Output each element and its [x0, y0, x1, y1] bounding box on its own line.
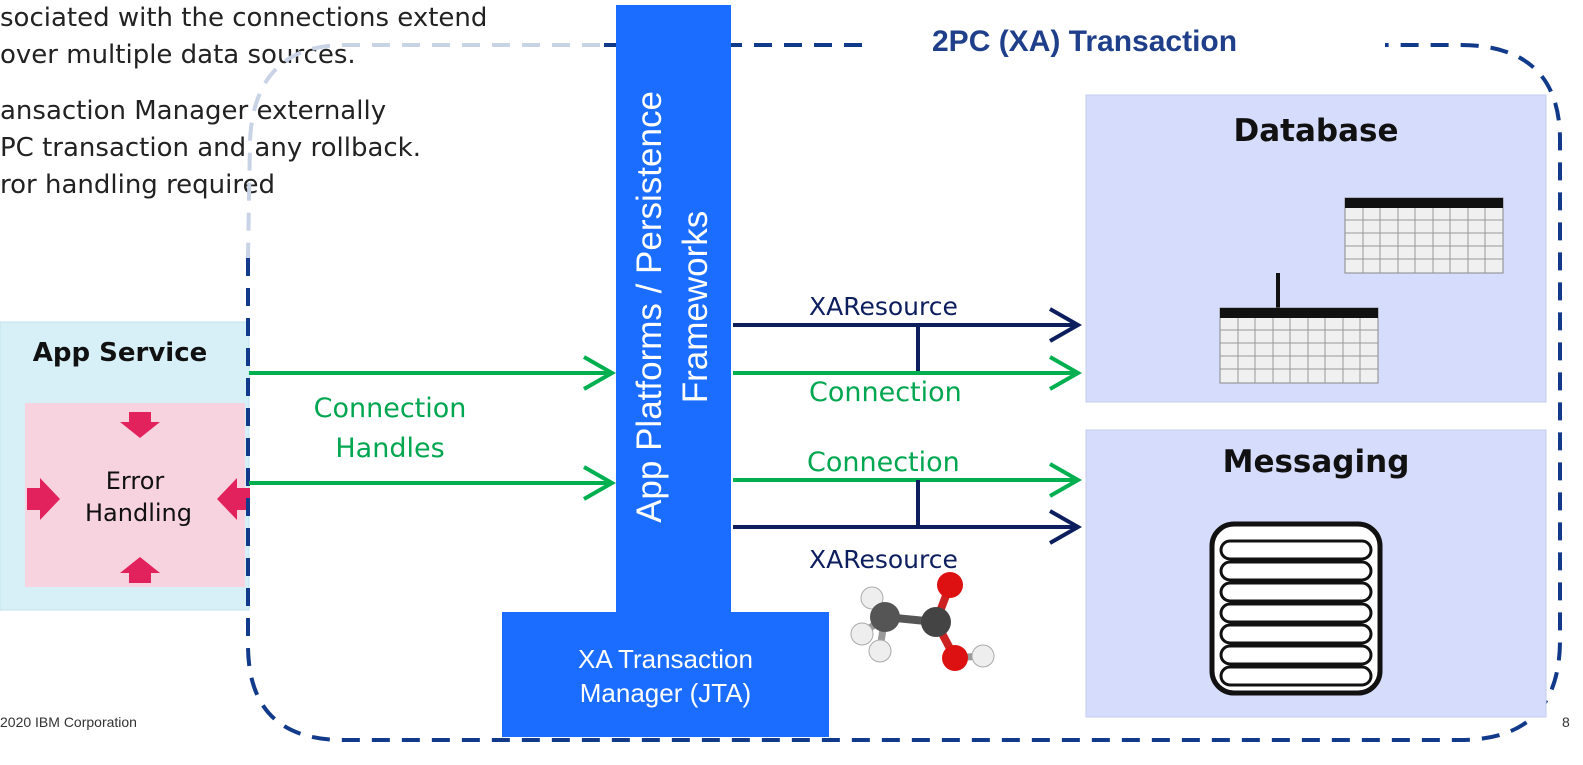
xaresource-label: XAResource [809, 292, 958, 321]
arrow-up-icon [120, 557, 160, 583]
transaction-title: 2PC (XA) Transaction [932, 25, 1238, 58]
xaresource-label: XAResource [809, 545, 958, 574]
arrow-right-icon [27, 478, 60, 520]
table-icon [1219, 307, 1379, 384]
messaging-title: Messaging [1222, 444, 1410, 480]
intro-line: ror handling required [0, 170, 276, 200]
arrow-down-icon [120, 412, 160, 438]
platform-label-text: App Platforms / Persistence Frameworks [630, 91, 715, 523]
copyright: 2020 IBM Corporation [0, 714, 137, 730]
connection-label: Connection [809, 377, 962, 408]
error-handling-label: Error Handling [85, 467, 192, 527]
intro-line: PC transaction and any rollback. [0, 133, 422, 163]
database-title: Database [1233, 113, 1399, 149]
database-links [733, 307, 1083, 391]
connection-handle-arrows [249, 355, 617, 501]
platform-label: App Platforms / Persistence Frameworks [616, 5, 731, 615]
xa-transaction-manager-label: XA Transaction Manager (JTA) [578, 644, 753, 708]
connection-label: Connection [807, 447, 960, 478]
messaging-links [733, 462, 1083, 545]
connection-handles-label: Connection Handles [313, 393, 467, 464]
intro-line: sociated with the connections extend [0, 3, 488, 33]
arrow-left-icon [217, 478, 250, 520]
app-service-title: App Service [32, 338, 208, 368]
message-queue-icon [1209, 521, 1383, 696]
platform-bar [502, 5, 829, 737]
page-number: 8 [1562, 714, 1570, 730]
error-arrows [27, 412, 250, 583]
table-icon [1344, 197, 1504, 274]
molecule-icon [850, 572, 995, 671]
intro-line: ansaction Manager externally [0, 96, 387, 126]
